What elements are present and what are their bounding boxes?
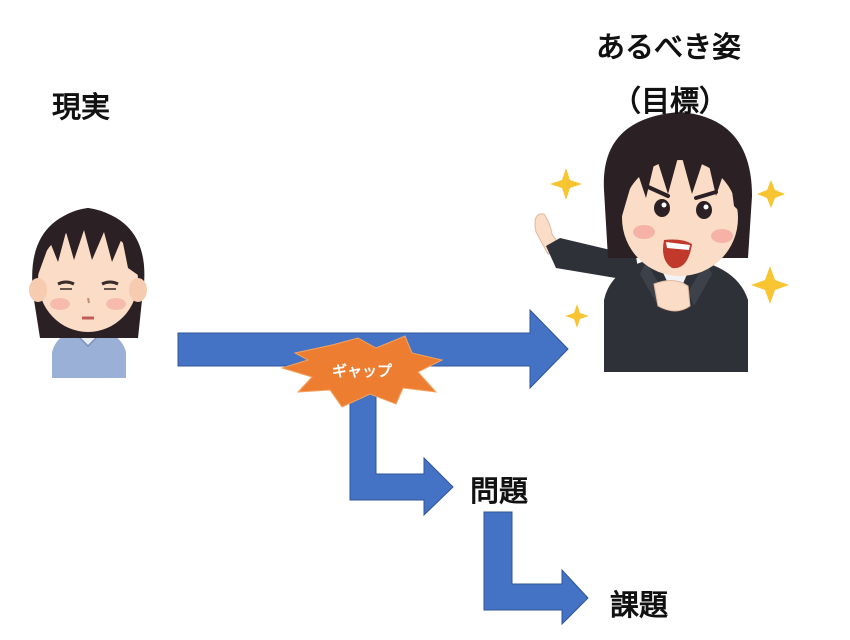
issue-elbow-arrow [483,511,589,626]
sparkle-star-4 [565,304,589,328]
gap-burst: ギャップ [280,335,444,408]
gap-label: ギャップ [332,362,393,380]
issue-label: 課題 [610,588,669,622]
sparkle-star-1 [550,168,582,200]
problem-elbow-arrow [349,387,454,517]
sparkle-star-2 [757,180,785,208]
ideal-person-illustration [534,112,789,372]
sparkle-star-3 [751,266,789,304]
problem-label: 問題 [470,474,529,508]
current-state-label: 現実 [52,90,111,124]
ideal-state-sublabel: （目標） [612,84,729,118]
current-person-illustration [29,208,147,378]
ideal-state-label: あるべき姿 [596,30,742,64]
